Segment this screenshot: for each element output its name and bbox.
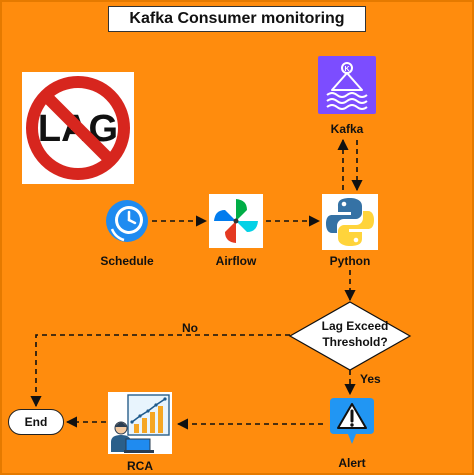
kafka-icon[interactable]: K xyxy=(318,56,376,114)
edge-label-yes: Yes xyxy=(360,372,381,386)
end-terminator[interactable]: End xyxy=(8,409,64,435)
decision-text: Lag Exceed Threshold? xyxy=(300,318,410,350)
kafka-label: Kafka xyxy=(330,122,364,136)
python-label: Python xyxy=(329,254,371,268)
rca-analyst-icon[interactable] xyxy=(108,392,172,454)
diagram-title: Kafka Consumer monitoring xyxy=(108,6,366,32)
arrow-no-to-end xyxy=(30,334,290,408)
decision-line-2: Threshold? xyxy=(322,335,388,349)
decision-diamond xyxy=(288,301,412,371)
kafka-badge-text: K xyxy=(344,66,349,73)
decision-line-1: Lag Exceed xyxy=(321,319,389,333)
airflow-pinwheel-icon[interactable] xyxy=(209,194,263,248)
end-label: End xyxy=(24,415,48,429)
alert-label: Alert xyxy=(338,456,366,470)
edge-label-no: No xyxy=(182,321,198,335)
no-lag-sign-icon: LAG xyxy=(22,72,134,184)
schedule-label: Schedule xyxy=(100,254,154,268)
schedule-clock-icon[interactable] xyxy=(104,198,150,244)
rca-label: RCA xyxy=(127,459,153,473)
airflow-label: Airflow xyxy=(215,254,257,268)
python-logo-icon[interactable] xyxy=(322,194,378,250)
alert-warning-icon[interactable] xyxy=(326,396,378,448)
